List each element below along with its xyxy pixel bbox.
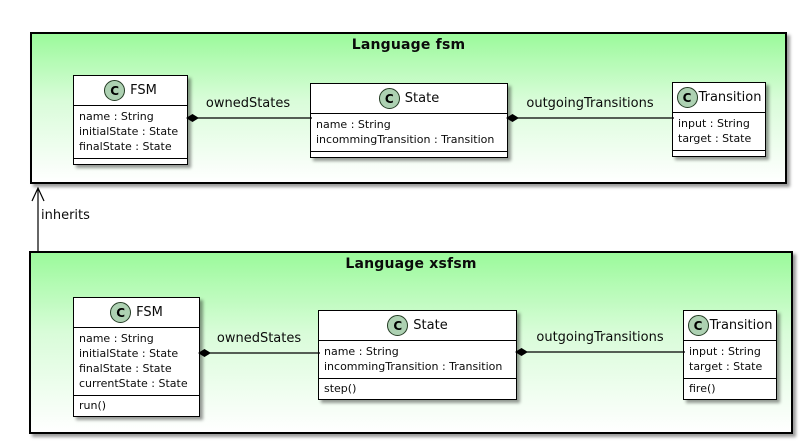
class-circle-icon: C — [687, 315, 709, 336]
attribute-row: name : String — [79, 332, 154, 345]
attribute-row: target : State — [678, 132, 752, 145]
methods-compartment: run() — [74, 395, 199, 416]
attribute-row: name : String — [79, 110, 154, 123]
class-name: FSM — [130, 83, 157, 98]
class-box-transition-top: C Transition input : String target : Sta… — [672, 82, 766, 157]
class-box-fsm-top: C FSM name : String initialState : State… — [73, 75, 188, 165]
attribute-row: currentState : State — [79, 377, 188, 390]
attribute-row: name : String — [324, 345, 399, 358]
class-circle-icon: C — [676, 87, 698, 108]
composition-diamond-icon — [506, 114, 519, 122]
attribute-row: target : State — [689, 360, 763, 373]
package-title: Language fsm — [351, 37, 466, 53]
attributes-compartment: name : String initialState : State final… — [74, 105, 187, 158]
association-label: ownedStates — [205, 96, 291, 111]
attribute-row: incommingTransition : Transition — [324, 360, 503, 373]
class-header: C FSM — [74, 298, 199, 327]
class-header: C State — [311, 84, 507, 113]
class-header: C State — [319, 311, 516, 340]
class-name: Transition — [698, 90, 762, 105]
methods-compartment — [311, 151, 507, 157]
class-name: FSM — [136, 305, 163, 320]
package-title: Language xsfsm — [345, 256, 477, 272]
class-circle-icon: C — [387, 315, 409, 336]
class-box-transition-bottom: C Transition input : String target : Sta… — [683, 310, 777, 400]
attribute-row: input : String — [689, 345, 761, 358]
attribute-row: finalState : State — [79, 140, 172, 153]
class-header: C Transition — [684, 311, 776, 340]
class-box-state-bottom: C State name : String incommingTransitio… — [318, 310, 517, 400]
attributes-compartment: name : String incommingTransition : Tran… — [319, 340, 516, 378]
class-circle-icon: C — [104, 80, 126, 101]
methods-compartment — [673, 150, 765, 156]
methods-compartment: step() — [319, 378, 516, 399]
class-box-fsm-bottom: C FSM name : String initialState : State… — [73, 297, 200, 417]
inherits-arrow — [31, 186, 45, 251]
attributes-compartment: name : String incommingTransition : Tran… — [311, 113, 507, 151]
methods-compartment: fire() — [684, 378, 776, 399]
composition-diamond-icon — [515, 348, 528, 356]
class-header: C Transition — [673, 83, 765, 112]
association-outgoingtransitions-top — [506, 114, 674, 122]
class-header: C FSM — [74, 76, 187, 105]
composition-diamond-icon — [198, 349, 211, 357]
class-box-state-top: C State name : String incommingTransitio… — [310, 83, 508, 158]
method-row: step() — [324, 382, 357, 395]
association-label: ownedStates — [216, 331, 302, 346]
attributes-compartment: input : String target : State — [673, 112, 765, 150]
composition-diamond-icon — [186, 114, 199, 122]
methods-compartment — [74, 158, 187, 164]
attribute-row: initialState : State — [79, 125, 179, 138]
attribute-row: initialState : State — [79, 347, 179, 360]
attribute-row: input : String — [678, 117, 750, 130]
attribute-row: name : String — [316, 118, 391, 131]
association-ownedstates-bottom — [198, 349, 320, 357]
method-row: run() — [79, 399, 107, 412]
method-row: fire() — [689, 382, 716, 395]
class-name: Transition — [709, 318, 773, 333]
class-circle-icon: C — [378, 88, 400, 109]
attribute-row: incommingTransition : Transition — [316, 133, 495, 146]
association-label: outgoingTransitions — [526, 96, 654, 111]
class-name: State — [413, 318, 448, 333]
attribute-row: finalState : State — [79, 362, 172, 375]
open-arrowhead-icon — [31, 186, 45, 202]
attributes-compartment: input : String target : State — [684, 340, 776, 378]
class-circle-icon: C — [110, 302, 132, 323]
association-outgoingtransitions-bottom — [515, 348, 685, 356]
association-label: outgoingTransitions — [536, 330, 664, 345]
inherits-label: inherits — [41, 208, 90, 223]
attributes-compartment: name : String initialState : State final… — [74, 327, 199, 395]
class-name: State — [404, 91, 440, 106]
association-ownedstates-top — [186, 114, 312, 122]
